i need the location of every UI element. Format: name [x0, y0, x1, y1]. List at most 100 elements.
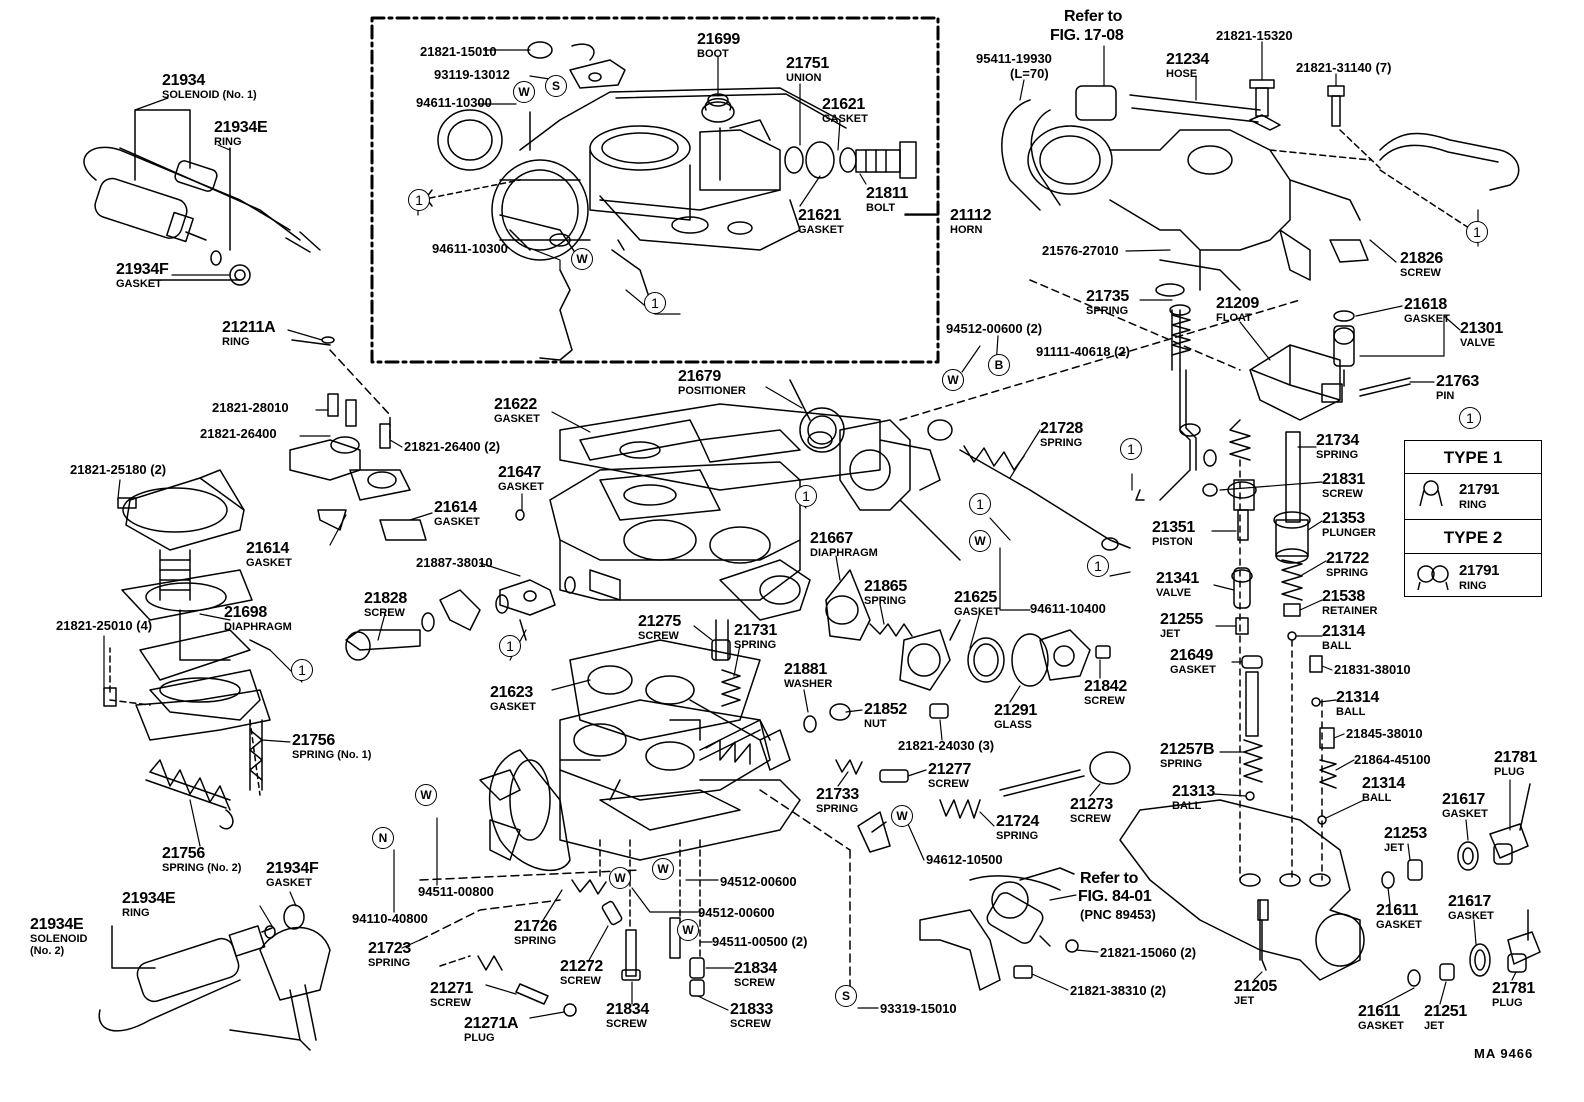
part-label: 94511-00800: [418, 884, 494, 900]
part-number: 21821-26400 (2): [404, 439, 501, 454]
part-number: 21864-45100: [1354, 752, 1431, 767]
part-number: 21751: [786, 55, 829, 72]
solenoid-no1-drawing: [83, 109, 321, 286]
part-name: SPRING: [996, 830, 1039, 842]
part-number: 21881: [784, 661, 827, 678]
part-number: 93319-15010: [880, 1001, 957, 1016]
part-name: GASKET: [1358, 1020, 1404, 1032]
part-name: JET: [1424, 1020, 1445, 1032]
part-number: 21934E: [122, 890, 176, 907]
part-name: BOLT: [866, 202, 896, 214]
part-number: 21934E: [30, 916, 84, 933]
part-name: SCREW: [430, 997, 471, 1009]
part-number: 21734: [1316, 432, 1359, 449]
part-label: 94512-00600 (2): [946, 321, 1042, 337]
part-name: GASKET: [490, 701, 536, 713]
legend-type2-part: 21791 RING: [1459, 562, 1500, 592]
part-name: GASKET: [116, 278, 162, 290]
ring-type-reference-symbol: 1: [408, 189, 430, 211]
part-number: 21934E: [214, 119, 268, 136]
part-name: FLOAT: [1216, 312, 1252, 324]
part-number: 94110-40800: [352, 911, 428, 926]
ring-type-reference-symbol: 1: [1466, 221, 1488, 243]
part-number: 21647: [498, 464, 541, 481]
part-number: 21611: [1376, 902, 1419, 919]
part-name: SCREW: [1084, 695, 1125, 707]
legend-type1-title: TYPE 1: [1443, 448, 1503, 467]
part-label: 21821-25180 (2): [70, 462, 166, 478]
part-number: 21834: [734, 960, 777, 977]
part-class-symbol: W: [609, 867, 631, 889]
part-name: PISTON: [1152, 536, 1193, 548]
part-name: RETAINER: [1322, 605, 1378, 617]
part-name: VALVE: [1460, 337, 1496, 349]
part-number: 21271A: [464, 1015, 519, 1032]
part-number: 21722: [1326, 550, 1369, 567]
part-number: 21112: [950, 207, 992, 224]
part-name: SPRING: [1316, 449, 1359, 461]
float-chamber-cover-drawing: [1001, 79, 1520, 297]
part-name: GASKET: [246, 557, 292, 569]
part-number: 21253: [1384, 825, 1427, 842]
part-number: 21272: [560, 958, 603, 975]
part-number: 21934: [162, 72, 205, 89]
part-class-symbol: W: [942, 369, 964, 391]
part-number: 94511-00500 (2): [712, 934, 808, 949]
part-label: 21821-15320: [1216, 28, 1293, 44]
part-label: 94511-00500 (2): [712, 934, 807, 950]
part-name: GASKET: [954, 606, 1000, 618]
part-number: 21621: [822, 96, 865, 113]
part-label: 94512-00600: [720, 874, 797, 890]
part-number: 21623: [490, 684, 533, 701]
part-class-symbol: W: [652, 858, 674, 880]
part-name: SCREW: [734, 977, 775, 989]
part-number: 21314: [1336, 689, 1379, 706]
part-name: JET: [1234, 995, 1255, 1007]
part-number: 21257B: [1160, 741, 1215, 758]
part-number: Refer to: [1064, 8, 1123, 25]
positioner-and-springs-drawing: [711, 379, 1131, 991]
part-label: 94110-40800: [352, 911, 428, 927]
part-class-symbol: N: [372, 827, 394, 849]
part-name: SPRING (No. 2): [162, 862, 242, 874]
part-name: SCREW: [730, 1018, 771, 1030]
part-name: POSITIONER: [678, 385, 746, 397]
part-label: FIG. 84-01: [1078, 889, 1152, 905]
part-name: BALL: [1172, 800, 1202, 812]
part-label: 91111-40618 (2): [1036, 344, 1130, 360]
part-label: 94611-10400: [1030, 601, 1106, 617]
part-number: 21314: [1322, 623, 1365, 640]
horn-assembly-boundary: [370, 16, 940, 364]
part-number: 21353: [1322, 510, 1365, 527]
part-label: (L=70): [1010, 66, 1049, 82]
part-name: GASKET: [1442, 808, 1488, 820]
part-class-symbol: W: [677, 919, 699, 941]
